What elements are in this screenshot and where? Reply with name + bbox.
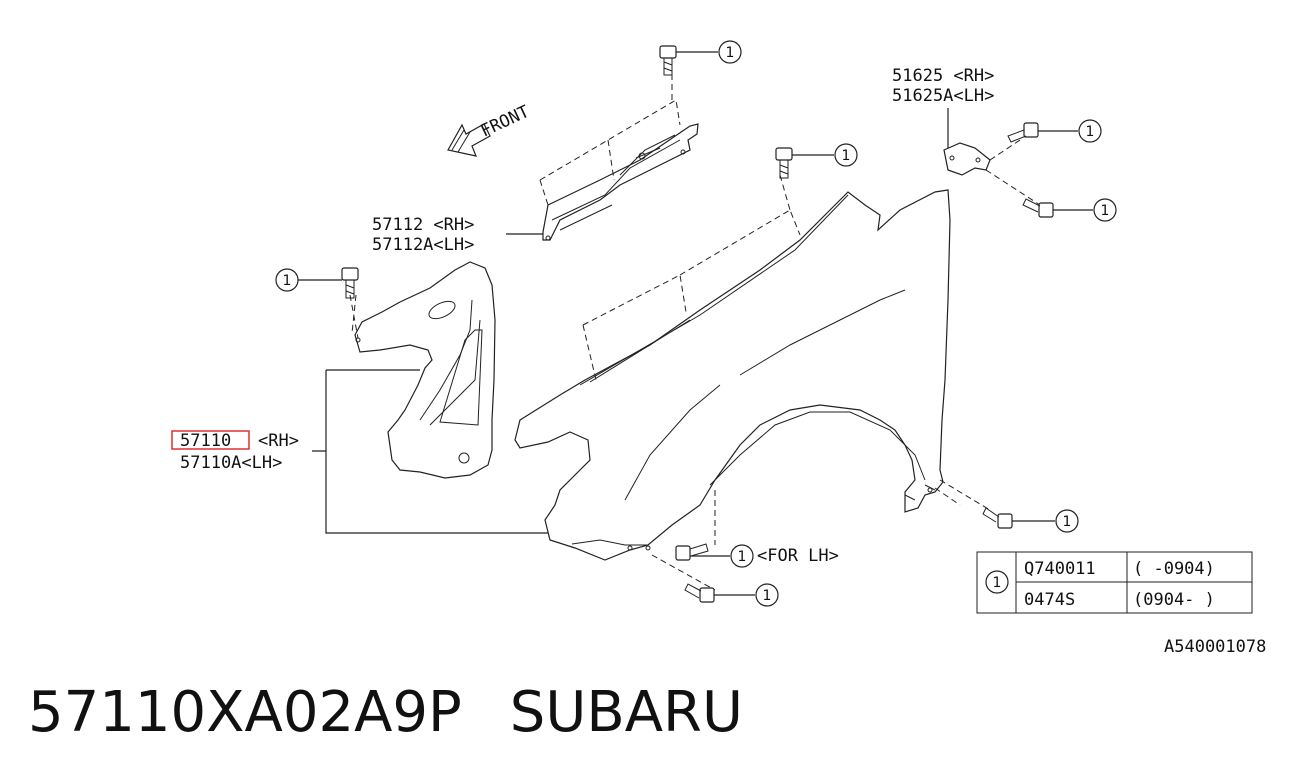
callout-1: 1 [834,143,858,167]
bolt-icon [982,507,1013,529]
table-part-1: Q740011 [1024,559,1096,579]
svg-text:1: 1 [763,588,772,604]
callout-1: 1 [1055,509,1079,533]
bolt-icon [775,147,793,179]
footer-part-number: 57110XA02A9P [28,680,462,745]
svg-text:1: 1 [726,45,735,61]
highlight-box [171,430,250,450]
footer-brand: SUBARU [509,680,743,745]
front-fender-part [514,189,951,561]
fender-rh-label[interactable]: 57110 [180,431,231,451]
fender-front-bracket [354,261,496,479]
image-code: A540001078 [1164,637,1266,657]
svg-text:1: 1 [1086,124,1095,140]
bolt-icon [341,267,359,299]
svg-text:1: 1 [1063,514,1072,530]
fastener-table: 1 Q740011 ( -0904) 0474S (0904- ) [976,551,1253,614]
bolt-icon [1007,122,1039,143]
bracket-part [943,142,991,176]
table-part-2: 0474S [1024,590,1075,610]
callout-1: 1 [718,40,742,64]
callout-1: 1 [755,583,779,607]
table-range-2: (0904- ) [1133,590,1215,610]
for-lh-note: <FOR LH> [757,546,839,566]
svg-text:1: 1 [1101,203,1110,219]
fender-lh-label: 57110A<LH> [180,453,282,473]
fender-seal-part [542,123,699,241]
fender-rh-side-label: <RH> [258,431,299,451]
svg-text:1: 1 [283,273,292,289]
svg-text:1: 1 [842,148,851,164]
callout-1: 1 [275,268,299,292]
seal-rh-label: 57112 <RH> [372,215,474,235]
bolt-icon [684,583,715,603]
front-label: FRONT [478,102,533,142]
front-arrow-icon [447,123,491,157]
callout-1: 1 [730,544,754,568]
table-range-1: ( -0904) [1133,559,1215,579]
svg-text:1: 1 [738,549,747,565]
bolt-icon [1022,198,1054,218]
footer-title: 57110XA02A9P SUBARU [28,680,743,760]
seal-lh-label: 57112A<LH> [372,235,474,255]
callout-1: 1 [1078,119,1102,143]
bracket-lh-label: 51625A<LH> [892,86,994,106]
bolt-icon [675,543,709,561]
callout-1: 1 [1093,198,1117,222]
bolt-icon [659,45,677,76]
bracket-rh-label: 51625 <RH> [892,66,994,86]
table-ref-icon: 1 [993,575,1002,591]
